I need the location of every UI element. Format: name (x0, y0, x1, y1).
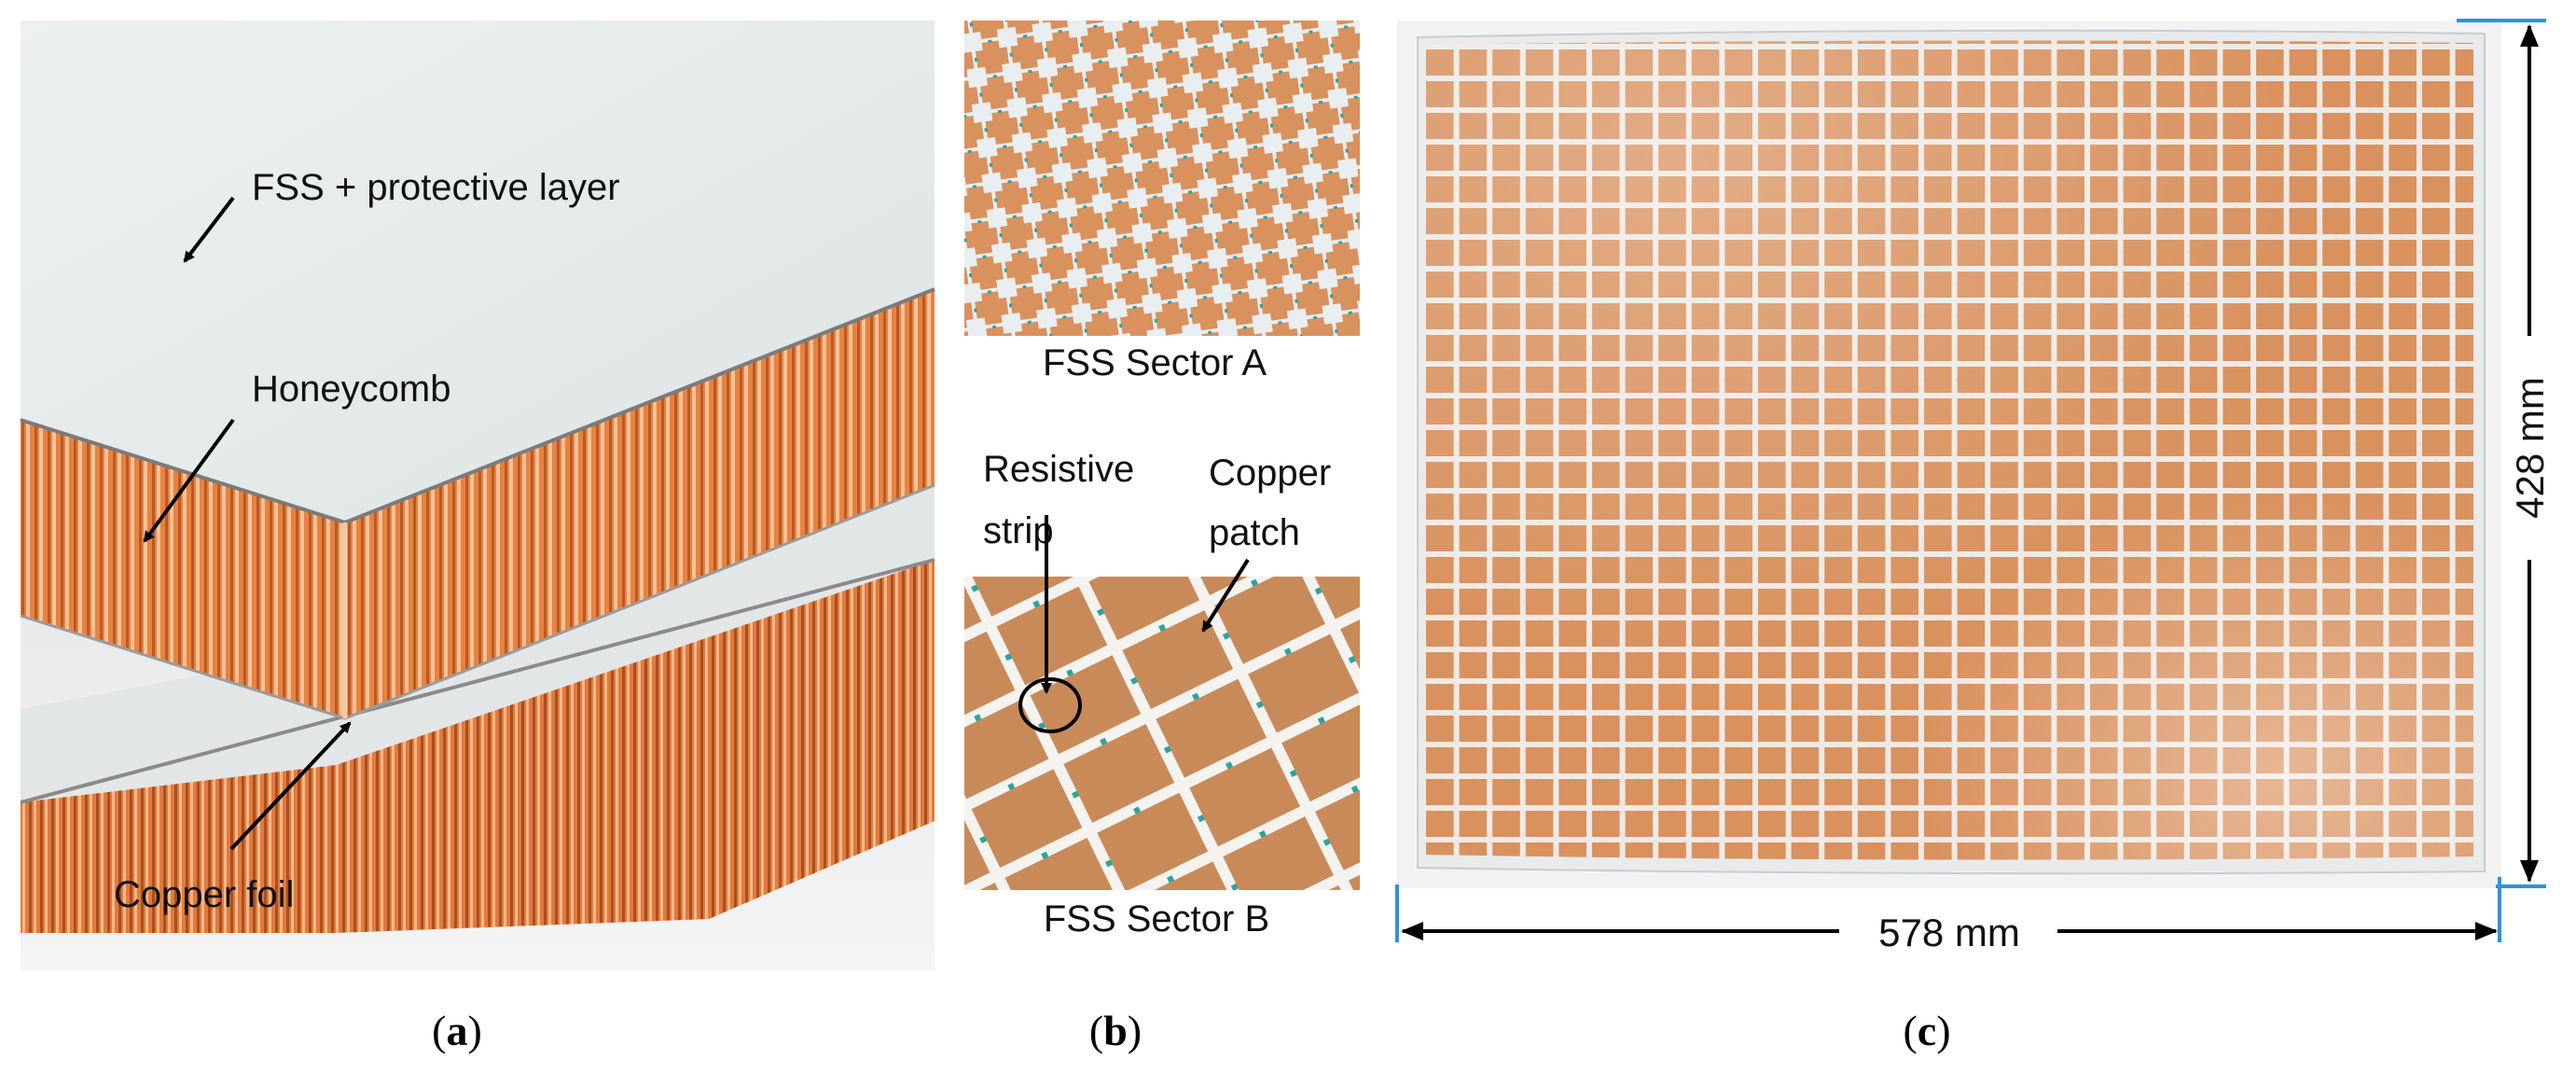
fss-sector-a-image (964, 21, 1360, 336)
copper-patch-label-2: patch (1209, 512, 1300, 553)
width-label: 578 mm (1878, 911, 2020, 954)
caption-a: (a) (432, 1007, 482, 1054)
lower-honeycomb-side (21, 765, 336, 933)
fss-top-surface (21, 21, 935, 522)
fss-panel-photo (1397, 21, 2501, 888)
upper-honeycomb-front (21, 420, 345, 718)
copper-patch-arrow (1201, 558, 1250, 633)
copper-foil-arrow (229, 721, 352, 851)
honeycomb-label: Honeycomb (252, 369, 450, 410)
lower-honeycomb-edge (336, 560, 935, 933)
height-label: 428 mm (2508, 377, 2552, 519)
height-dimension (2457, 19, 2546, 888)
fss-layer-arrow (183, 196, 235, 263)
caption-c: (c) (1903, 1007, 1950, 1054)
resistive-strip-highlight-circle (1018, 677, 1082, 733)
copper-patch-label-1: Copper (1209, 452, 1331, 494)
panel-a-photo (20, 21, 935, 970)
upper-honeycomb-side (345, 289, 935, 718)
resistive-strip-label-1: Resistive (983, 449, 1134, 490)
caption-b: (b) (1089, 1007, 1142, 1054)
fss-layer-label: FSS + protective layer (252, 167, 620, 208)
fss-sector-b-label: FSS Sector B (1044, 898, 1269, 940)
fss-sector-a-label: FSS Sector A (1043, 342, 1267, 383)
fss-sector-b-image (964, 577, 1360, 890)
honeycomb-arrow (143, 418, 235, 543)
resistive-strip-label-2: strip (983, 510, 1054, 551)
copper-foil-label: Copper foil (114, 874, 294, 915)
